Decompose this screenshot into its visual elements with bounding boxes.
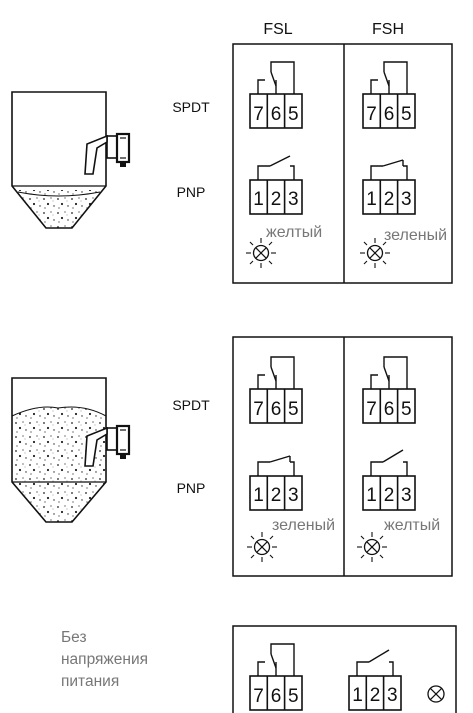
no-power-label-line2: напряжения <box>61 651 148 668</box>
led-off-icon <box>427 685 445 703</box>
terminal-7: 7 <box>366 399 377 420</box>
terminal-1: 1 <box>366 485 377 506</box>
terminal-3: 3 <box>401 485 412 506</box>
terminal-6: 6 <box>271 104 282 125</box>
pnp-terminal-block-top-right: 1 2 3 <box>362 159 416 215</box>
vessel-full <box>11 377 131 523</box>
level-sensor-icon <box>83 132 131 176</box>
terminal-2: 2 <box>370 685 381 706</box>
panel-top: SPDT PNP 7 6 5 7 6 5 1 2 3 1 <box>172 43 453 284</box>
terminal-3: 3 <box>401 189 412 210</box>
panel-top-frame <box>232 43 453 284</box>
terminal-5: 5 <box>401 399 412 420</box>
pnp-terminal-block-no-power: 1 2 3 <box>348 649 402 711</box>
led-color-label-top-right: зеленый <box>384 227 447 244</box>
panel-middle-frame <box>232 336 453 577</box>
vessel-empty <box>11 91 131 229</box>
terminal-3: 3 <box>288 485 299 506</box>
panel-middle: SPDT PNP 7 6 5 7 6 5 1 2 3 1 2 3 <box>172 336 453 577</box>
panel-no-power: Без напряжения питания 7 6 5 1 2 3 <box>61 625 457 713</box>
terminal-7: 7 <box>366 104 377 125</box>
terminal-2: 2 <box>271 189 282 210</box>
terminal-1: 1 <box>352 685 363 706</box>
vessel-empty-material-surface <box>17 191 101 197</box>
terminal-7: 7 <box>253 399 264 420</box>
led-lamp-icon <box>356 531 388 563</box>
no-power-label-line1: Без <box>61 629 87 646</box>
row-label-pnp-top: PNP <box>177 184 206 200</box>
row-label-spdt-middle: SPDT <box>172 397 210 413</box>
led-color-label-middle-left: зеленый <box>272 517 335 534</box>
terminal-1: 1 <box>253 485 264 506</box>
panel-no-power-frame <box>232 625 457 713</box>
terminal-6: 6 <box>384 399 395 420</box>
terminal-1: 1 <box>253 189 264 210</box>
spdt-terminal-block-no-power: 7 6 5 <box>249 643 303 711</box>
vessel-full-material-surface <box>11 406 107 417</box>
terminal-5: 5 <box>288 686 299 707</box>
terminal-3: 3 <box>288 189 299 210</box>
terminal-5: 5 <box>288 104 299 125</box>
terminal-6: 6 <box>271 399 282 420</box>
led-lamp-icon <box>245 237 277 269</box>
header-fsh: FSH <box>372 21 404 38</box>
terminal-1: 1 <box>366 189 377 210</box>
pnp-terminal-block-top-left: 1 2 3 <box>249 155 303 215</box>
terminal-7: 7 <box>253 104 264 125</box>
pnp-terminal-block-middle-right: 1 2 3 <box>362 449 416 511</box>
terminal-5: 5 <box>401 104 412 125</box>
spdt-terminal-block-middle-left: 7 6 5 <box>249 356 303 424</box>
spdt-terminal-block-middle-right: 7 6 5 <box>362 356 416 424</box>
pnp-terminal-block-middle-left: 1 2 3 <box>249 455 303 511</box>
terminal-3: 3 <box>387 685 398 706</box>
terminal-2: 2 <box>384 485 395 506</box>
vessel-empty-material <box>16 190 102 228</box>
row-label-spdt-top: SPDT <box>172 99 210 115</box>
led-color-label-top-left: желтый <box>266 224 322 241</box>
terminal-5: 5 <box>288 399 299 420</box>
spdt-terminal-block-top-right: 7 6 5 <box>362 61 416 129</box>
led-lamp-icon <box>246 531 278 563</box>
vessel-full-material <box>12 407 106 522</box>
led-color-label-middle-right: желтый <box>384 517 440 534</box>
no-power-label-line3: питания <box>61 673 119 690</box>
spdt-terminal-block-top-left: 7 6 5 <box>249 61 303 129</box>
terminal-7: 7 <box>253 686 264 707</box>
led-lamp-icon <box>359 237 391 269</box>
header-fsl: FSL <box>263 21 292 38</box>
terminal-2: 2 <box>271 485 282 506</box>
terminal-6: 6 <box>271 686 282 707</box>
terminal-2: 2 <box>384 189 395 210</box>
row-label-pnp-middle: PNP <box>177 480 206 496</box>
terminal-6: 6 <box>384 104 395 125</box>
